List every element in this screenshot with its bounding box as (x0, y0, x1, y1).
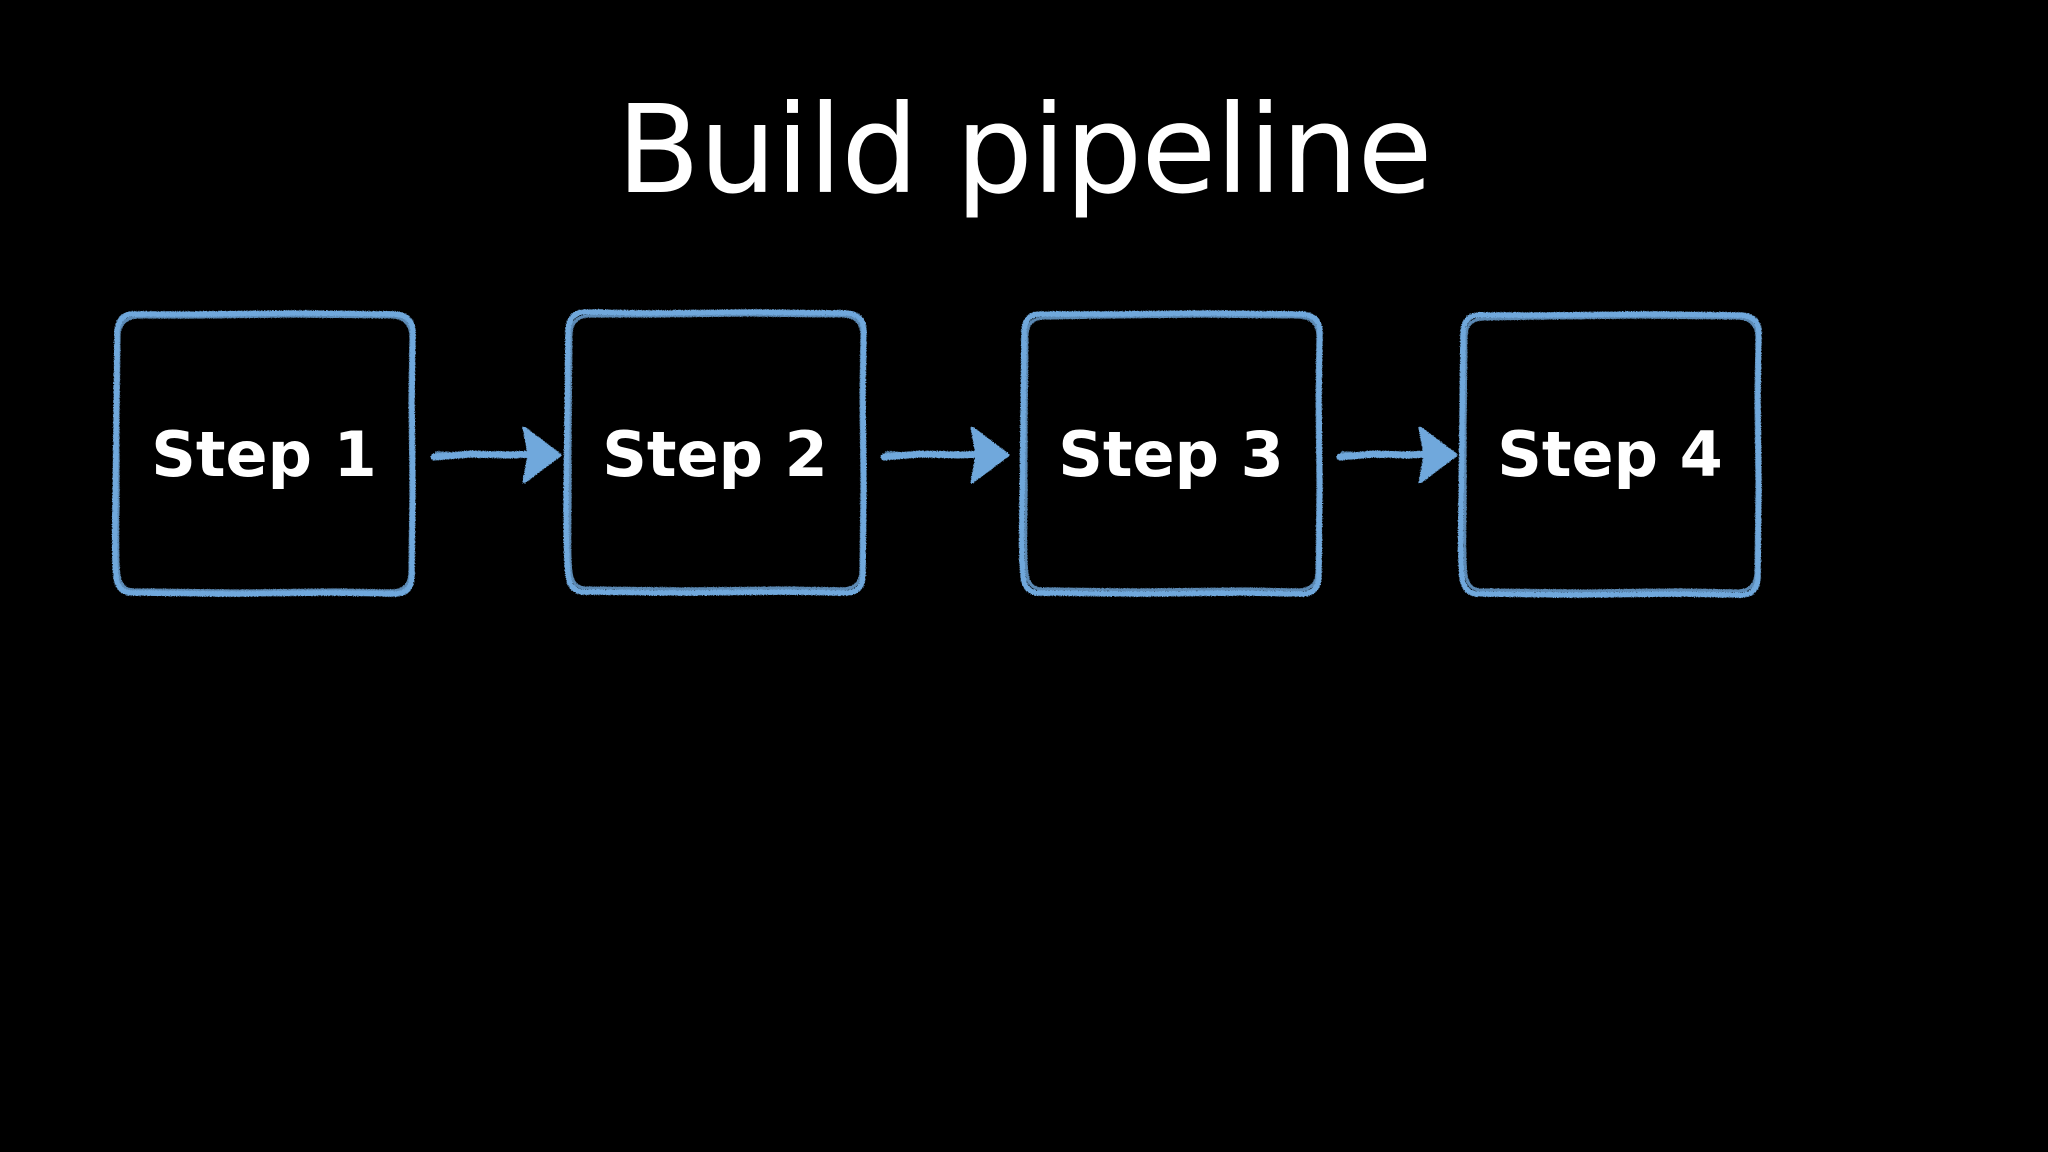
connector-arrow-1-2 (430, 426, 562, 484)
connector-arrow-2-3 (880, 426, 1010, 484)
node-hit-step-3[interactable] (1022, 312, 1320, 595)
page-title: Build pipeline (616, 79, 1432, 221)
connector-arrow-3-4 (1336, 426, 1458, 484)
node-hit-step-2[interactable] (566, 312, 864, 595)
node-step-4[interactable] (1457, 311, 1762, 598)
node-hit-step-4[interactable] (1461, 312, 1759, 595)
node-step-2[interactable] (563, 309, 867, 596)
node-step-3[interactable] (1018, 310, 1323, 597)
node-step-1[interactable] (111, 310, 416, 597)
node-hit-step-1[interactable] (115, 312, 413, 595)
